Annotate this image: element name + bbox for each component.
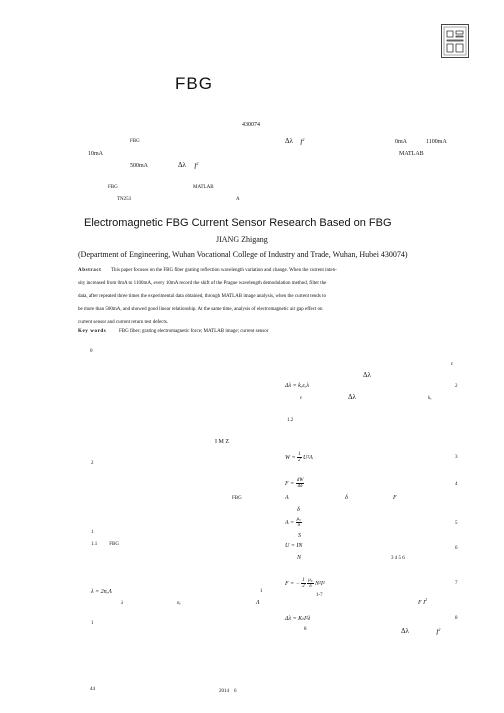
right-delta-lambda: Δλ [363, 371, 371, 379]
left-lambda: λ [121, 601, 124, 606]
footer-date: 2014 6 [219, 689, 237, 694]
equation-2-number: 2 [455, 384, 458, 389]
cn-abstract-I2: I2 [194, 161, 199, 171]
en-abstract-line-1: This paper focuses on the FBG fiber grat… [111, 268, 337, 273]
en-keywords: FBG fiber; grating electromagnetic force… [119, 329, 269, 334]
sec-1-2-heading: 1.2 [287, 418, 294, 423]
en-abstract-label: Abstract [78, 268, 102, 273]
cn-abstract-I: I2 [300, 137, 305, 147]
equation-2: Δλ = kₑεₑλ [285, 383, 309, 389]
cn-abstract-delta: Δλ [285, 137, 293, 145]
left-fbg: FBG [232, 496, 242, 501]
right-delta-lambda-3: Δλ [401, 627, 409, 635]
right-epsilon-2: ε [300, 396, 302, 401]
right-F: F [393, 495, 397, 501]
equation-8-reference: 8 [304, 627, 307, 632]
equation-1: λ = 2nₑΛ [91, 589, 112, 595]
equation-4-number: 4 [455, 482, 458, 487]
cn-keywords-matlab: MATLAB [193, 185, 214, 190]
right-S: S [298, 533, 301, 539]
footer-page-number: 44 [90, 687, 95, 692]
equation-6: U = IN [285, 543, 303, 549]
journal-logo [441, 24, 469, 58]
right-delta-lambda-2: Δλ [348, 393, 356, 401]
cn-abstract-range2: 1100mA [426, 139, 447, 145]
equation-1-number: 1 [260, 589, 263, 594]
cn-document-code: A [236, 197, 240, 202]
cn-abstract-matlab: MATLAB [399, 151, 424, 157]
cn-class-number: TN253 [117, 197, 132, 202]
en-title: Electromagnetic FBG Current Sensor Resea… [84, 217, 392, 229]
cn-abstract-500ma: 500mA [130, 163, 148, 169]
sec-0-heading: 0 [90, 349, 93, 354]
right-reference-numbers: 3 4 5 6 [391, 556, 405, 561]
equation-7-reference: 1-7 [316, 593, 323, 598]
right-delta-2: δ [297, 507, 300, 513]
equation-8: Δλ = KₜI²λ [285, 616, 311, 622]
right-delta: δ [345, 495, 348, 501]
left-neff: nₑ [177, 601, 181, 606]
cn-abstract-delta2: Δλ [178, 161, 186, 169]
en-abstract-line-3: data, after repeated three times the exp… [78, 294, 326, 299]
equation-7-number: 7 [455, 581, 458, 586]
left-num-2: 2 [91, 461, 94, 466]
cn-affiliation-code: 430074 [242, 122, 260, 128]
right-F-I2: F I2 [418, 597, 428, 606]
cn-keywords-fbg: FBG [108, 185, 118, 190]
left-num-1: 1 [91, 621, 94, 626]
right-N: N [297, 555, 302, 561]
en-abstract-line-2: sity increased from 0mA to 1100mA, every… [78, 281, 327, 286]
cn-abstract-10ma: 10mA [88, 151, 103, 157]
left-grating-period: Λ [256, 600, 260, 606]
en-author: JIANG Zhigang [216, 235, 268, 244]
en-abstract-line-4: be more than 500mA, and showed good line… [78, 307, 323, 312]
sec-1-heading: 1 [91, 530, 94, 535]
cn-title: FBG [175, 74, 213, 93]
equation-5-number: 5 [455, 521, 458, 526]
right-epsilon: ε [451, 362, 453, 367]
equation-8-number: 8 [455, 616, 458, 621]
left-i-m-z: I M Z [215, 439, 229, 445]
en-affiliation: (Department of Engineering, Wuhan Vocati… [78, 250, 408, 259]
en-keywords-label: Key words [78, 329, 107, 334]
right-I-squared: I2 [436, 627, 441, 637]
right-ke: kₑ [428, 396, 432, 401]
right-A: A [285, 495, 289, 501]
equation-6-number: 6 [455, 546, 458, 551]
cn-abstract-range1: 0mA [395, 139, 407, 145]
en-abstract-line-5: current sensor and current return test d… [78, 320, 169, 325]
cn-abstract-fbg: FBG [130, 139, 140, 144]
equation-3-number: 3 [455, 455, 458, 460]
